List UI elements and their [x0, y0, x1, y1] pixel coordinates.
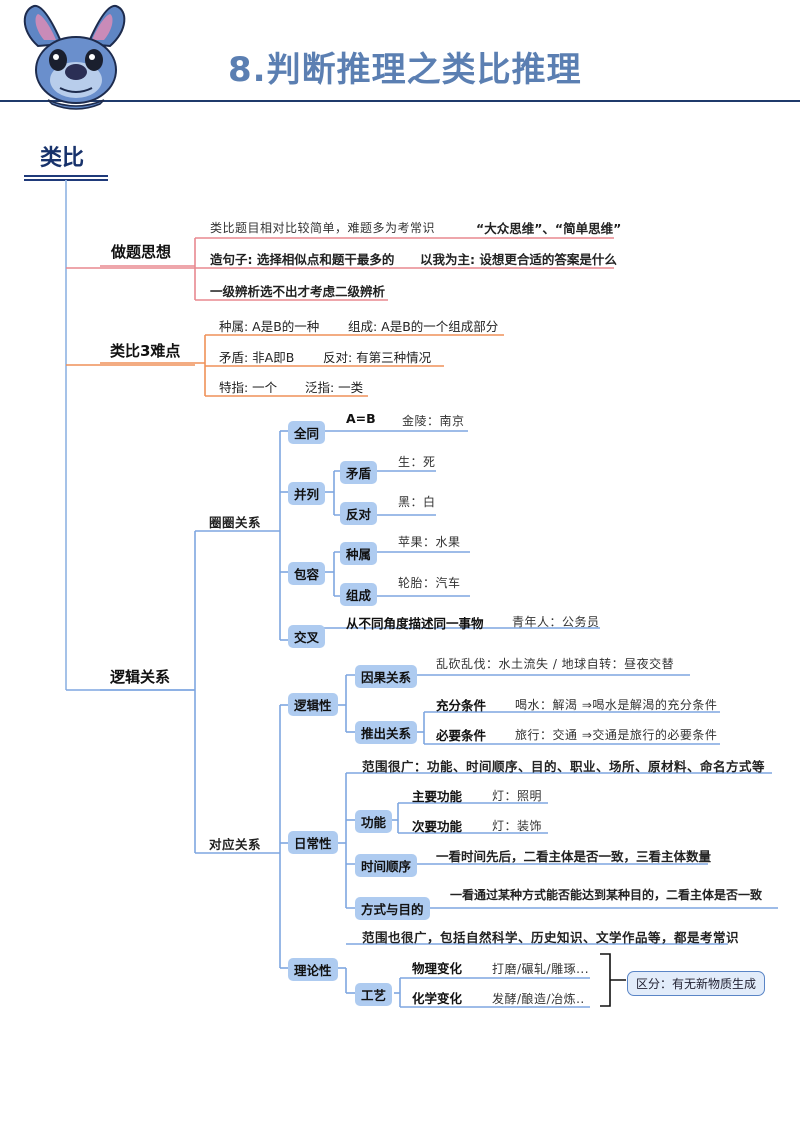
- craft-node: 工艺: [355, 983, 393, 1006]
- full-node: 全同: [288, 421, 326, 444]
- main-function-example: 灯：照明: [492, 789, 543, 803]
- thinking-line1-quote: “大众思维”、“简单思维”: [476, 221, 622, 236]
- difficulty-compose: 组成: A是B的一个组成部分: [348, 319, 499, 334]
- difficulty-label: 类比3难点: [110, 342, 181, 360]
- full-text: A=B: [346, 411, 376, 426]
- chemical-change-example: 发酵/酿造/冶炼..: [492, 992, 585, 1006]
- parallel-node: 并列: [288, 482, 326, 505]
- sufficient-example: 喝水：解渴 ⇒喝水是解渴的充分条件: [515, 698, 718, 712]
- oppose-example: 黑：白: [398, 495, 436, 509]
- thinking-label: 做题思想: [111, 243, 172, 261]
- distinguish-note: 区分：有无新物质生成: [627, 971, 766, 996]
- full-example: 金陵：南京: [402, 414, 465, 428]
- difficulty-genus: 种属: A是B的一种: [219, 319, 320, 334]
- thinking-line3: 一级辨析选不出才考虑二级辨析: [210, 284, 386, 299]
- cross-node: 交叉: [288, 625, 326, 648]
- time-order-node: 时间顺序: [355, 854, 418, 877]
- difficulty-general: 泛指: 一类: [305, 380, 364, 395]
- difficulty-oppose: 反对: 有第三种情况: [323, 350, 432, 365]
- contra-node: 矛盾: [340, 461, 378, 484]
- genus-example: 苹果：水果: [398, 535, 461, 549]
- purpose-node: 方式与目的: [355, 897, 430, 920]
- cross-text: 从不同角度描述同一事物: [346, 616, 484, 631]
- secondary-function-label: 次要功能: [412, 819, 463, 834]
- daily-node: 日常性: [288, 831, 338, 854]
- include-node: 包容: [288, 562, 326, 585]
- theory-node: 理论性: [288, 958, 338, 981]
- cross-example: 青年人：公务员: [512, 615, 600, 629]
- logic-label: 逻辑关系: [110, 668, 171, 686]
- physical-change-label: 物理变化: [412, 961, 463, 976]
- cause-example: 乱砍乱伐：水土流失 / 地球自转：昼夜交替: [436, 657, 675, 671]
- logical-node: 逻辑性: [288, 693, 338, 716]
- function-node: 功能: [355, 810, 393, 833]
- chemical-change-label: 化学变化: [412, 991, 463, 1006]
- daily-scope: 范围很广：功能、时间顺序、目的、职业、场所、原材料、命名方式等: [362, 759, 766, 774]
- theory-scope: 范围也很广，包括自然科学、历史知识、文学作品等，都是考常识: [362, 930, 740, 945]
- purpose-text: 一看通过某种方式能否能达到某种目的，二看主体是否一致: [450, 888, 763, 902]
- difficulty-contra: 矛盾: 非A即B: [219, 350, 295, 365]
- compose-node: 组成: [340, 583, 378, 606]
- physical-change-example: 打磨/碾轧/雕琢...: [492, 962, 590, 976]
- contra-example: 生：死: [398, 455, 436, 469]
- difficulty-specific: 特指: 一个: [219, 380, 278, 395]
- sufficient-label: 充分条件: [436, 698, 487, 713]
- necessary-label: 必要条件: [436, 728, 487, 743]
- page-title: 8.判断推理之类比推理: [228, 50, 582, 90]
- time-order-text: 一看时间先后，二看主体是否一致，三看主体数量: [436, 849, 712, 864]
- main-function-label: 主要功能: [412, 789, 463, 804]
- thinking-line2b: 以我为主: 设想更合适的答案是什么: [420, 252, 617, 267]
- corr-relation-label: 对应关系: [209, 837, 262, 852]
- oppose-node: 反对: [340, 502, 378, 525]
- section-title: 类比: [40, 146, 85, 171]
- thinking-line2a: 造句子: 选择相似点和题干最多的: [210, 252, 395, 267]
- genus-node: 种属: [340, 542, 378, 565]
- necessary-example: 旅行：交通 ⇒交通是旅行的必要条件: [515, 728, 718, 742]
- infer-node: 推出关系: [355, 721, 418, 744]
- set-relation-label: 圈圈关系: [209, 515, 262, 530]
- cause-node: 因果关系: [355, 665, 418, 688]
- secondary-function-example: 灯：装饰: [492, 819, 543, 833]
- mascot-icon: [23, 5, 126, 110]
- compose-example: 轮胎：汽车: [398, 576, 461, 590]
- thinking-line1-text: 类比题目相对比较简单，难题多为考常识: [210, 221, 436, 235]
